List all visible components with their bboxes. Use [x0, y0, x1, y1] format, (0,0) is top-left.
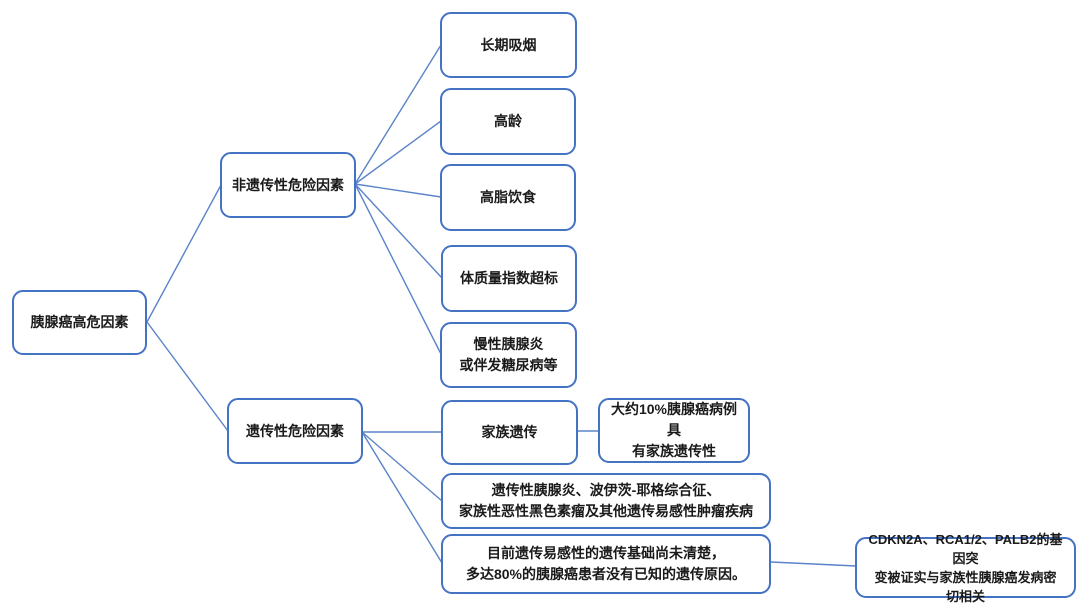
node-pancreatic-cancer-risk-factors: 胰腺癌高危因素 — [12, 290, 147, 355]
connector-line — [146, 321, 229, 432]
node-family-heredity: 家族遗传 — [441, 400, 578, 465]
node-label: 胰腺癌高危因素 — [30, 314, 129, 330]
node-nongenetic-risk-factors: 非遗传性危险因素 — [220, 152, 356, 218]
node-gene-mutations-note: CDKN2A、RCA1/2、PALB2的基因突 变被证实与家族性胰腺癌发病密 切… — [855, 532, 1076, 604]
connector-line — [354, 183, 442, 198]
node-hereditary-syndromes: 遗传性胰腺炎、波伊茨-耶格综合征、 家族性恶性黑色素瘤及其他遗传易感性肿瘤疾病 — [441, 473, 771, 529]
node-bmi-overweight: 体质量指数超标 — [441, 245, 577, 312]
node-advanced-age: 高龄 — [440, 88, 576, 155]
node-label: 目前遗传易感性的遗传基础尚未清楚， 多达80%的胰腺癌患者没有已知的遗传原因。 — [465, 545, 747, 582]
node-label: 非遗传性危险因素 — [232, 176, 344, 193]
node-high-fat-diet: 高脂饮食 — [440, 164, 576, 231]
node-label: 长期吸烟 — [480, 36, 537, 53]
node-label: 遗传性胰腺炎、波伊茨-耶格综合征、 家族性恶性黑色素瘤及其他遗传易感性肿瘤疾病 — [459, 482, 753, 519]
connector-line — [770, 561, 857, 567]
connector-line — [354, 183, 443, 279]
node-unknown-genetic-basis: 目前遗传易感性的遗传基础尚未清楚， 多达80%的胰腺癌患者没有已知的遗传原因。 — [441, 534, 771, 594]
node-label: 体质量指数超标 — [460, 270, 558, 286]
connector-line — [361, 431, 443, 564]
node-family-heredity-note: 大约10%胰腺癌病例具 有家族遗传性 — [598, 398, 750, 463]
node-label: 遗传性危险因素 — [246, 422, 344, 439]
node-label: CDKN2A、RCA1/2、PALB2的基因突 变被证实与家族性胰腺癌发病密 切… — [868, 531, 1063, 604]
node-genetic-risk-factors: 遗传性危险因素 — [227, 398, 363, 464]
node-longterm-smoking: 长期吸烟 — [440, 12, 577, 78]
connector-line — [146, 184, 222, 323]
node-label: 家族遗传 — [481, 424, 538, 440]
node-label: 高脂饮食 — [480, 189, 536, 205]
connector-line — [354, 120, 442, 185]
node-chronic-pancreatitis-diabetes: 慢性胰腺炎 或伴发糖尿病等 — [440, 322, 577, 388]
node-label: 大约10%胰腺癌病例具 有家族遗传性 — [610, 401, 738, 459]
node-label: 慢性胰腺炎 或伴发糖尿病等 — [459, 336, 558, 373]
connector-line — [354, 183, 442, 355]
node-label: 高龄 — [494, 113, 522, 129]
connector-line — [361, 431, 443, 502]
connector-line — [354, 44, 442, 185]
